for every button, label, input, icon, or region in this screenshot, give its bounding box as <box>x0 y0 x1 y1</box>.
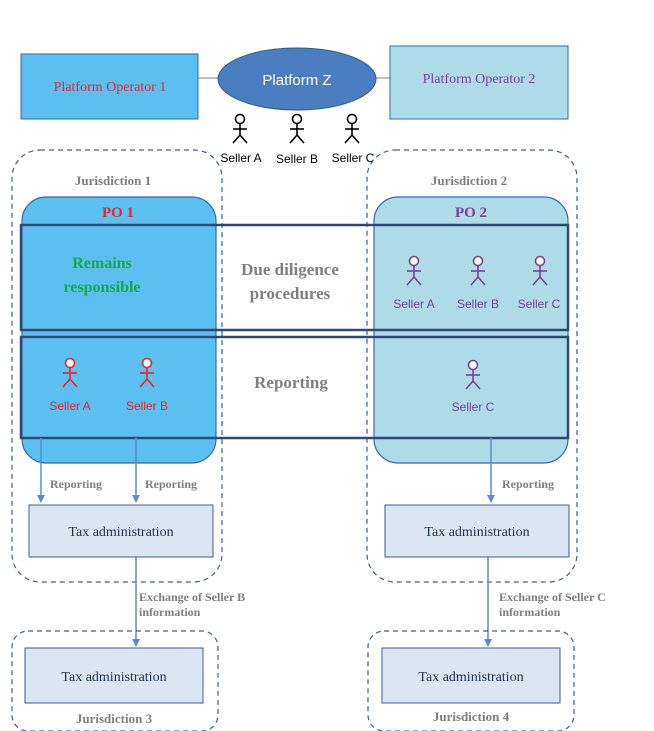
jurisdiction-3-boundary <box>11 630 219 731</box>
jurisdiction-4-boundary <box>367 630 575 731</box>
tax-administration-j3 <box>24 647 204 704</box>
remains-responsible-line2: responsible <box>63 279 140 296</box>
tax-administration-j4 <box>381 647 561 704</box>
seller-icon <box>289 113 305 144</box>
po2-seller-c-label: Seller C <box>518 297 561 311</box>
exchange-c-label-1: Exchange of Seller C <box>499 590 606 604</box>
po2-reporting-seller-label: Seller C <box>452 400 495 414</box>
jurisdiction-1-label: Jurisdiction 1 <box>75 173 151 188</box>
exchange-b-label-2: information <box>139 605 201 619</box>
platform-operator-1-label: Platform Operator 1 <box>54 80 167 95</box>
top-seller-c-label: Seller C <box>332 151 375 165</box>
platform-operator-1-box <box>20 53 199 120</box>
platform-z-label: Platform Z <box>262 72 331 89</box>
jurisdiction-2-label: Jurisdiction 2 <box>431 173 507 188</box>
jurisdiction-4-label: Jurisdiction 4 <box>433 709 510 724</box>
tax-administration-j1-label: Tax administration <box>68 525 173 540</box>
reporting-label-b: Reporting <box>145 477 197 491</box>
seller-icon <box>232 113 248 144</box>
exchange-c-label-2: information <box>499 605 561 619</box>
due-diligence-label-2: procedures <box>250 284 331 303</box>
due-diligence-label: Due diligence <box>241 260 339 279</box>
reporting-band-label: Reporting <box>254 373 328 392</box>
reporting-band <box>19 335 570 440</box>
top-seller-b-label: Seller B <box>276 152 318 166</box>
reporting-label-a: Reporting <box>50 477 102 491</box>
jurisdiction-1-boundary <box>11 149 223 583</box>
jurisdiction-3-label: Jurisdiction 3 <box>76 711 153 726</box>
jurisdiction-2-boundary <box>366 149 578 583</box>
po1-seller-a-label: Seller A <box>49 399 90 413</box>
tax-administration-j4-label: Tax administration <box>418 670 523 685</box>
platform-z-ellipse <box>217 47 377 111</box>
platform-operator-2-box <box>389 45 569 120</box>
po1-title: PO 1 <box>102 205 134 221</box>
due-diligence-band <box>19 223 570 332</box>
tax-administration-j1 <box>28 504 214 558</box>
po2-seller-b-label: Seller B <box>457 297 499 311</box>
top-seller-a-label: Seller A <box>220 151 261 165</box>
tax-administration-j2-label: Tax administration <box>424 525 529 540</box>
platform-operator-2-label: Platform Operator 2 <box>423 72 536 87</box>
seller-icon <box>344 113 360 144</box>
tax-administration-j2 <box>384 504 570 558</box>
tax-administration-j3-label: Tax administration <box>61 670 166 685</box>
po2-title: PO 2 <box>455 205 487 221</box>
reporting-label-c: Reporting <box>502 477 554 491</box>
po2-seller-a-label: Seller A <box>393 297 434 311</box>
exchange-b-label-1: Exchange of Seller B <box>139 590 245 604</box>
remains-responsible-line1: Remains <box>72 255 132 272</box>
po1-seller-b-label: Seller B <box>126 399 168 413</box>
